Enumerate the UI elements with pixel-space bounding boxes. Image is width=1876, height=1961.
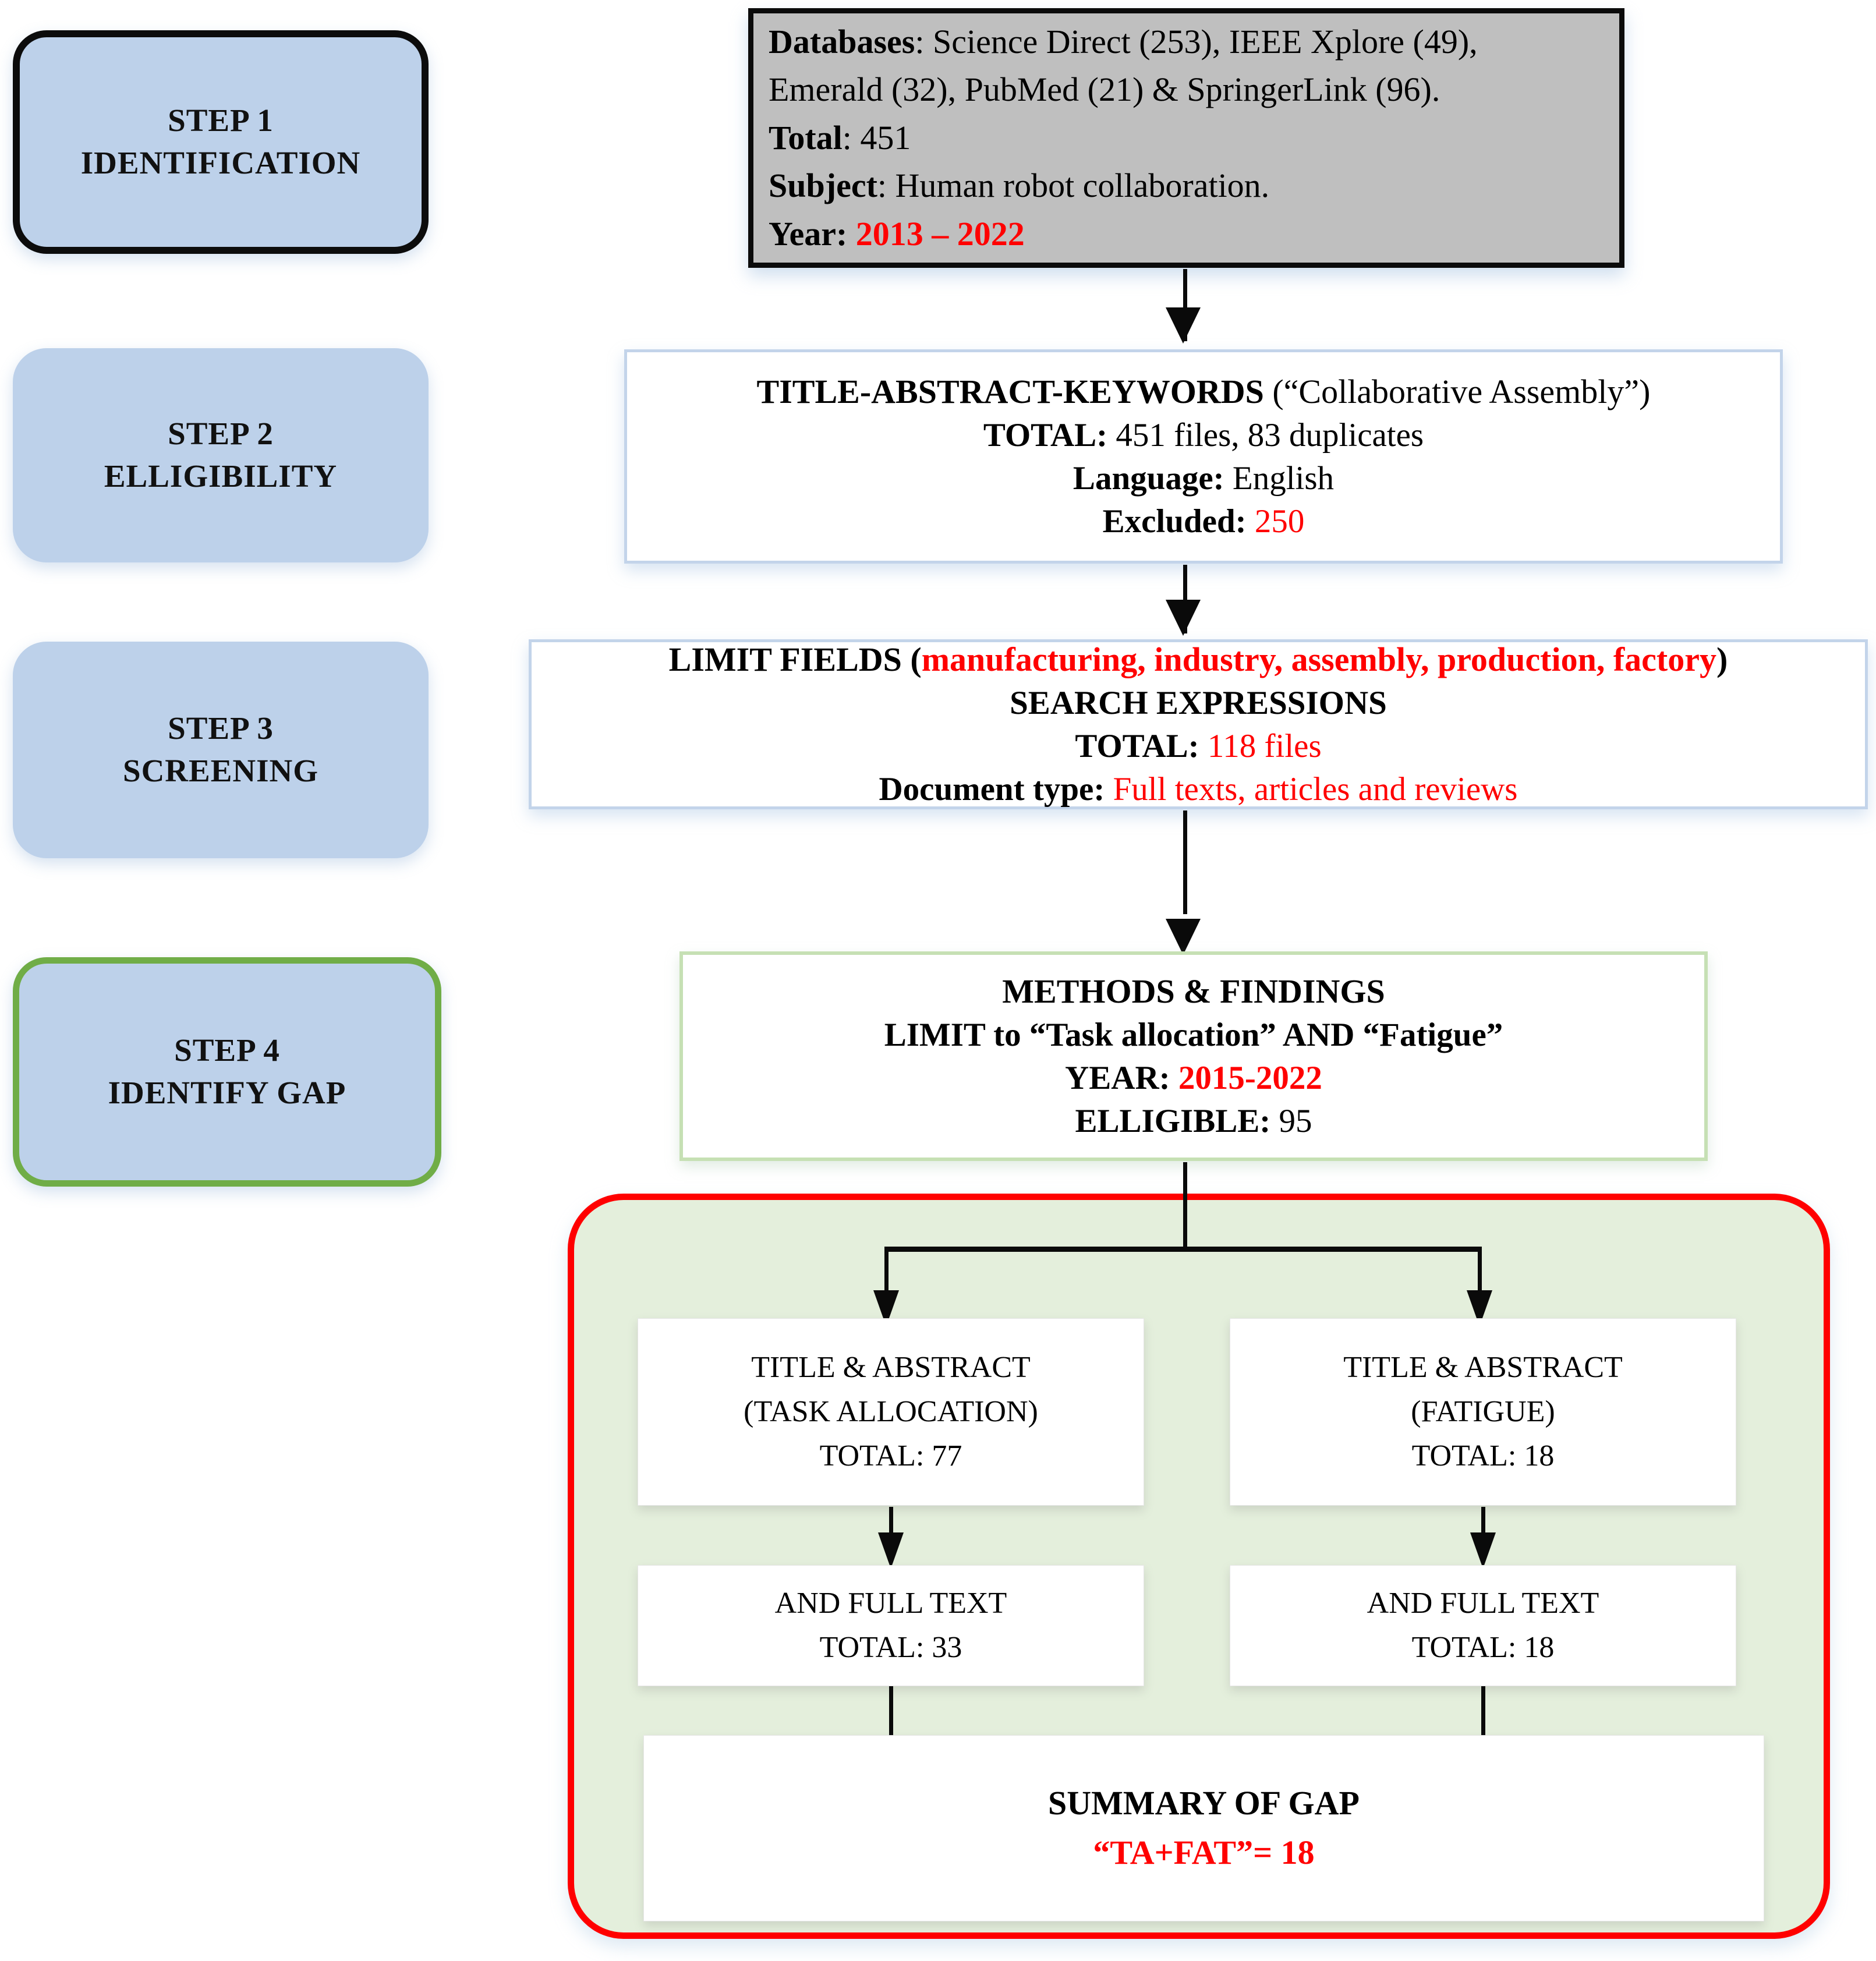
branch-left-title-line-2: (TASK ALLOCATION) bbox=[744, 1395, 1038, 1429]
screening-box[interactable]: LIMIT FIELDS (manufacturing, industry, a… bbox=[529, 639, 1868, 809]
branch-left-fulltext-total: TOTAL: 33 bbox=[819, 1631, 962, 1664]
elligibility-box[interactable]: TITLE-ABSTRACT-KEYWORDS (“Collaborative … bbox=[624, 349, 1783, 564]
branch-right-title-line-1: TITLE & ABSTRACT bbox=[1343, 1351, 1623, 1385]
connector-left-fulltext-arrow bbox=[878, 1532, 904, 1569]
screening-limit-terms: manufacturing, industry, assembly, produ… bbox=[921, 640, 1716, 679]
step-pill-identify-gap[interactable]: STEP 4 IDENTIFY GAP bbox=[13, 957, 441, 1187]
connector-split-stem bbox=[1183, 1162, 1187, 1251]
summary-of-gap-box[interactable]: SUMMARY OF GAP “TA+FAT”= 18 bbox=[643, 1735, 1764, 1921]
step-3-line-2: SCREENING bbox=[122, 753, 319, 788]
step-pill-elligibility[interactable]: STEP 2 ELLIGIBILITY bbox=[13, 348, 429, 562]
step-2-line-2: ELLIGIBILITY bbox=[104, 458, 338, 494]
elligibility-title: TITLE-ABSTRACT-KEYWORDS (“Collaborative … bbox=[756, 373, 1651, 411]
elligibility-excluded: Excluded: 250 bbox=[1102, 502, 1305, 540]
branch-left-fulltext-line-1: AND FULL TEXT bbox=[774, 1587, 1007, 1620]
screening-doctype: Document type: Full texts, articles and … bbox=[879, 770, 1518, 808]
connector-merge-left-drop bbox=[889, 1686, 893, 1757]
screening-total-value: 118 files bbox=[1207, 727, 1322, 764]
connector-split-left-drop bbox=[884, 1247, 889, 1305]
branch-right-title-line-2: (FATIGUE) bbox=[1411, 1395, 1555, 1429]
connector-1-line bbox=[1183, 269, 1187, 341]
branch-left-total: TOTAL: 77 bbox=[819, 1439, 962, 1472]
connector-2-line bbox=[1183, 565, 1187, 633]
connector-3-line bbox=[1183, 810, 1187, 914]
identification-year: Year: 2013 – 2022 bbox=[769, 214, 1025, 253]
branch-left-title-line-1: TITLE & ABSTRACT bbox=[751, 1351, 1031, 1385]
methods-limit-line: LIMIT to “Task allocation” AND “Fatigue” bbox=[884, 1016, 1503, 1053]
identification-year-value: 2013 – 2022 bbox=[855, 214, 1025, 253]
methods-title: METHODS & FINDINGS bbox=[1002, 972, 1385, 1011]
branch-right-title-abstract-box[interactable]: TITLE & ABSTRACT (FATIGUE) TOTAL: 18 bbox=[1230, 1318, 1736, 1506]
branch-right-total: TOTAL: 18 bbox=[1411, 1439, 1555, 1472]
step-4-line-1: STEP 4 bbox=[174, 1032, 280, 1068]
connector-2-arrow bbox=[1166, 600, 1201, 636]
connector-3-arrow bbox=[1166, 919, 1201, 955]
identification-total: Total: 451 bbox=[769, 118, 911, 157]
connector-merge-right-drop bbox=[1481, 1686, 1485, 1757]
summary-title: SUMMARY OF GAP bbox=[1048, 1784, 1360, 1822]
step-2-line-1: STEP 2 bbox=[168, 416, 274, 452]
methods-year-value: 2015-2022 bbox=[1178, 1059, 1322, 1096]
connector-right-fulltext-arrow bbox=[1470, 1532, 1496, 1569]
branch-right-fulltext-total: TOTAL: 18 bbox=[1411, 1631, 1555, 1664]
elligibility-excluded-value: 250 bbox=[1254, 502, 1305, 540]
branch-left-title-abstract-box[interactable]: TITLE & ABSTRACT (TASK ALLOCATION) TOTAL… bbox=[638, 1318, 1144, 1506]
summary-value: “TA+FAT”= 18 bbox=[1093, 1833, 1315, 1871]
methods-findings-box[interactable]: METHODS & FINDINGS LIMIT to “Task alloca… bbox=[679, 951, 1708, 1161]
step-3-line-1: STEP 3 bbox=[168, 710, 274, 746]
databases-line-2: Emerald (32), PubMed (21) & SpringerLink… bbox=[769, 70, 1440, 109]
elligibility-language: Language: English bbox=[1072, 459, 1335, 497]
branch-right-fulltext-box[interactable]: AND FULL TEXT TOTAL: 18 bbox=[1230, 1565, 1736, 1686]
methods-elligible: ELLIGIBLE: 95 bbox=[1075, 1102, 1312, 1139]
step-1-line-2: IDENTIFICATION bbox=[80, 145, 361, 180]
methods-year: YEAR: 2015-2022 bbox=[1065, 1059, 1322, 1096]
connector-1-arrow bbox=[1166, 307, 1201, 344]
connector-left-fulltext-line bbox=[889, 1507, 893, 1552]
step-4-line-2: IDENTIFY GAP bbox=[108, 1075, 346, 1110]
screening-total: TOTAL: 118 files bbox=[1075, 727, 1322, 764]
screening-doctype-value: Full texts, articles and reviews bbox=[1113, 770, 1518, 808]
connector-split-right-drop bbox=[1478, 1247, 1482, 1305]
branch-right-fulltext-line-1: AND FULL TEXT bbox=[1367, 1587, 1599, 1620]
step-pill-identification[interactable]: STEP 1 IDENTIFICATION bbox=[13, 30, 429, 254]
step-pill-screening[interactable]: STEP 3 SCREENING bbox=[13, 642, 429, 858]
connector-split-bar bbox=[886, 1247, 1481, 1252]
step-1-line-1: STEP 1 bbox=[168, 102, 274, 139]
identification-subject: Subject: Human robot collaboration. bbox=[769, 167, 1270, 205]
identification-box[interactable]: Databases: Science Direct (253), IEEE Xp… bbox=[748, 8, 1624, 268]
databases-line-1: Databases: Science Direct (253), IEEE Xp… bbox=[769, 23, 1478, 61]
branch-left-fulltext-box[interactable]: AND FULL TEXT TOTAL: 33 bbox=[638, 1565, 1144, 1686]
screening-limit-fields: LIMIT FIELDS (manufacturing, industry, a… bbox=[668, 640, 1728, 679]
connector-right-fulltext-line bbox=[1481, 1507, 1485, 1552]
elligibility-total: TOTAL: 451 files, 83 duplicates bbox=[983, 416, 1424, 454]
screening-search-expressions: SEARCH EXPRESSIONS bbox=[1010, 684, 1387, 721]
